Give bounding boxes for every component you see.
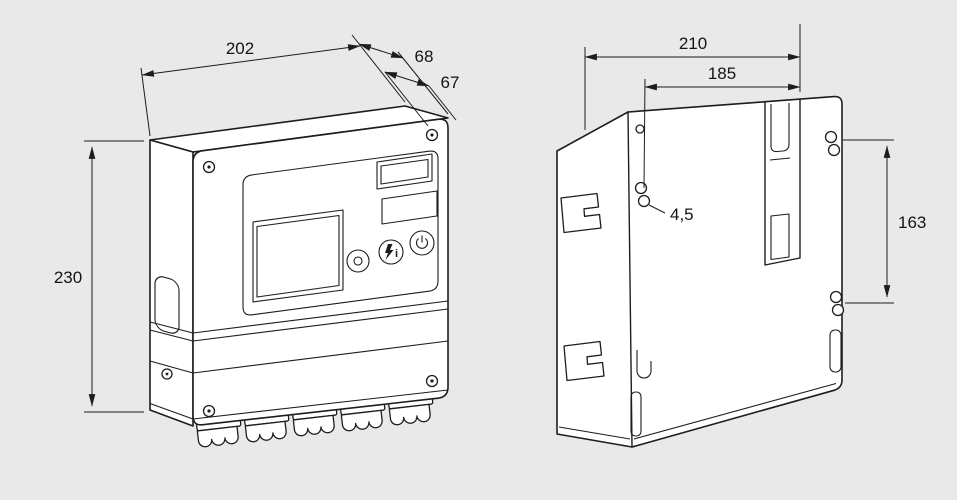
power-icon-arc (416, 238, 428, 249)
display-window (380, 158, 429, 185)
dimension-hole-spacing-185: 185 (643, 64, 801, 189)
mount-hole (831, 303, 845, 317)
power-button (409, 230, 435, 256)
front-perspective-view: i 230 202 68 (54, 34, 460, 448)
ok-button-icon (346, 249, 370, 273)
front-corner-screws (202, 128, 439, 418)
lcd-panel-inner (256, 214, 340, 298)
bottom-wall-line (558, 426, 631, 440)
ok-button-dot (353, 256, 363, 266)
ok-button (346, 249, 370, 273)
extension-line (351, 34, 406, 103)
dimension-label: 68 (415, 47, 434, 66)
dimension-depth-67: 67 (384, 71, 460, 127)
dimension-label: 4,5 (670, 205, 694, 224)
leader-line (648, 204, 666, 214)
channel-lower-tab (770, 213, 790, 261)
extension-line (428, 85, 457, 121)
housing-seam-lines (149, 300, 449, 420)
lightning-icon (385, 244, 394, 260)
screw-icon (430, 379, 434, 383)
mount-hole (824, 130, 838, 144)
channel-outline (764, 98, 801, 266)
mount-hole (637, 194, 651, 208)
hook-clip (636, 350, 652, 379)
dimension-label: 230 (54, 268, 82, 287)
display-icon (376, 153, 433, 190)
dimension-line (358, 43, 404, 59)
rear-view: 210 185 4,5 163 (556, 24, 926, 448)
screw-icon (207, 409, 211, 413)
dimension-line (384, 71, 430, 87)
side-screw-icon (165, 372, 169, 376)
bottom-wall-line (633, 382, 837, 440)
info-glyph: i (395, 248, 398, 260)
mounting-holes (630, 124, 845, 437)
dimension-label: 67 (441, 73, 460, 92)
type-label-plate (381, 190, 438, 225)
channel-tab (770, 103, 790, 153)
screw-icon (207, 165, 211, 169)
screw-icon (430, 133, 434, 137)
reset-info-button: i (378, 239, 404, 265)
panel-outline (242, 150, 439, 316)
reset-info-button-icon (378, 239, 404, 265)
power-button-icon (409, 230, 435, 256)
corner-hole (635, 124, 645, 134)
side-label-plate (154, 276, 180, 334)
mount-slot (630, 391, 642, 437)
housing-side-face (149, 139, 194, 427)
dimension-label: 202 (226, 39, 254, 58)
dimension-hole-spacing-163: 163 (843, 139, 926, 304)
mount-slot (829, 329, 842, 373)
extension-line (140, 67, 151, 137)
hinge-clip (563, 340, 605, 382)
dimension-width-210: 210 (584, 24, 801, 130)
housing-edge-line (627, 111, 633, 448)
channel-notch-line (769, 157, 791, 161)
dimension-label: 185 (708, 64, 736, 83)
hinge-clip (560, 192, 602, 234)
cable-channel (764, 98, 801, 266)
mount-hole (827, 143, 841, 157)
housing-front-face (192, 118, 449, 426)
dimension-hole-diameter: 4,5 (648, 204, 694, 224)
mount-hole (634, 181, 648, 195)
dimension-label: 210 (679, 34, 707, 53)
dimension-label: 163 (898, 213, 926, 232)
mount-hole (829, 290, 843, 304)
lcd-panel (252, 209, 344, 303)
rear-housing-outline (556, 95, 843, 448)
dimension-line (141, 44, 361, 77)
dimension-height-230: 230 (54, 140, 144, 413)
dimension-width-202: 202 (140, 34, 406, 137)
dimension-depth-68: 68 (358, 43, 449, 115)
extension-line (643, 78, 646, 189)
hinges (560, 192, 605, 382)
control-panel: i (242, 150, 439, 316)
